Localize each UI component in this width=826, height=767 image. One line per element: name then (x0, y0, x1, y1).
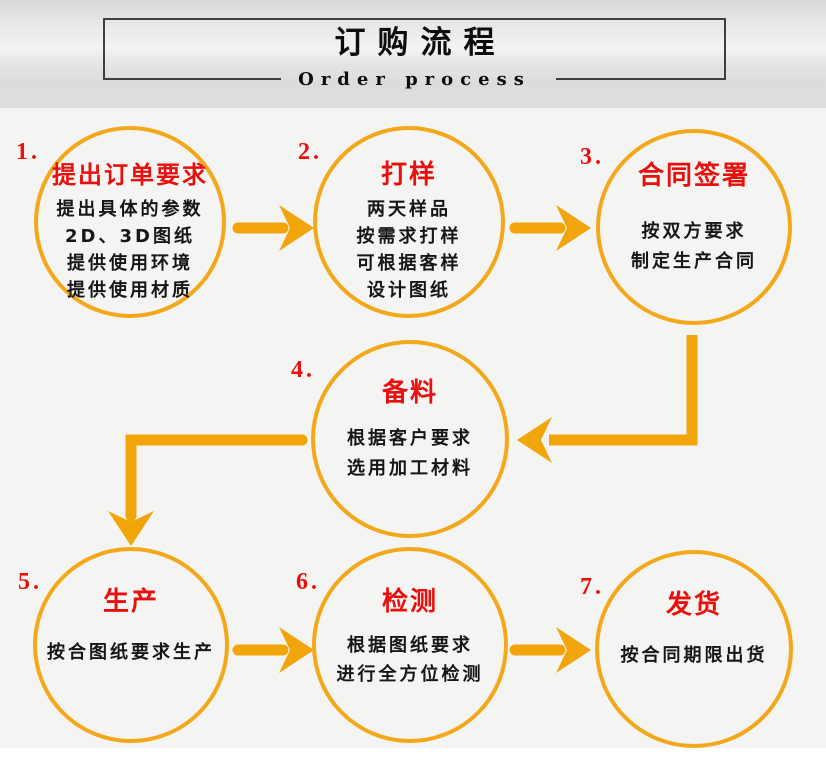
step-title: 打样 (380, 160, 437, 190)
step-title: 生产 (102, 587, 159, 617)
step-body: 按合同期限出货 (621, 642, 768, 669)
step-line: 制定生产合同 (631, 251, 757, 272)
step-line: 根据客户要求 (347, 428, 473, 449)
step-body: 提出具体的参数 2D、3D图纸 提供使用环境 提供使用材质 (57, 196, 204, 304)
step-title: 检测 (381, 587, 438, 617)
step-circle-7: 发货 按合同期限出货 (595, 550, 793, 748)
step-body: 根据图纸要求 进行全方位检测 (337, 631, 484, 689)
step-line: 按合图纸要求生产 (47, 642, 215, 663)
step-line: 设计图纸 (367, 280, 451, 301)
step-number-5: 5. (18, 569, 42, 595)
step-title: 备料 (381, 378, 438, 408)
step-title: 发货 (665, 590, 722, 620)
step-line: 按合同期限出货 (620, 645, 768, 666)
step-circle-6: 检测 根据图纸要求 进行全方位检测 (312, 547, 508, 743)
step-line: 按需求打样 (356, 226, 462, 247)
header-box: 订购流程 Order process (103, 18, 726, 90)
step-number-3: 3. (580, 144, 604, 170)
step-line: 选用加工材料 (347, 458, 473, 479)
step-line: 提供使用材质 (67, 280, 193, 301)
step-body: 两天样品 按需求打样 可根据客样 设计图纸 (357, 196, 462, 304)
step-body: 按双方要求 制定生产合同 (631, 217, 757, 277)
step-line: 提供使用环境 (67, 253, 193, 274)
step-body: 按合图纸要求生产 (47, 639, 215, 666)
step-number-1: 1. (16, 139, 40, 165)
step-line: 根据图纸要求 (347, 635, 473, 656)
page-subtitle: Order process (298, 69, 531, 90)
step-title: 合同签署 (637, 161, 750, 191)
step-circle-1: 提出订单要求 提出具体的参数 2D、3D图纸 提供使用环境 提供使用材质 (34, 126, 226, 318)
arrow-step2-to-step3 (509, 205, 591, 251)
step-line: 可根据客样 (356, 253, 462, 274)
header-border-segment-right (556, 78, 726, 80)
step-number-2: 2. (298, 139, 322, 165)
step-line: 2D、3D图纸 (65, 226, 195, 247)
step-circle-3: 合同签署 按双方要求 制定生产合同 (596, 129, 792, 325)
step-body: 根据客户要求 选用加工材料 (347, 424, 473, 484)
step-line: 两天样品 (367, 199, 451, 220)
step-line: 提出具体的参数 (56, 199, 204, 220)
step-line: 进行全方位检测 (336, 664, 484, 685)
arrow-step5-to-step6 (232, 627, 314, 673)
header-border-segment-left (103, 78, 281, 80)
step-circle-4: 备料 根据客户要求 选用加工材料 (311, 340, 509, 538)
arrow-step4-to-step5 (108, 434, 308, 546)
step-circle-2: 打样 两天样品 按需求打样 可根据客样 设计图纸 (313, 126, 505, 318)
arrow-step3-to-step4 (517, 335, 698, 463)
arrow-step1-to-step2 (232, 205, 314, 251)
step-title: 提出订单要求 (52, 161, 208, 189)
step-number-7: 7. (580, 574, 604, 600)
arrow-step6-to-step7 (509, 627, 591, 673)
step-circle-5: 生产 按合图纸要求生产 (33, 547, 229, 743)
step-number-4: 4. (291, 357, 315, 383)
step-number-6: 6. (296, 569, 320, 595)
page-title: 订购流程 (334, 25, 507, 61)
step-line: 按双方要求 (641, 221, 747, 242)
